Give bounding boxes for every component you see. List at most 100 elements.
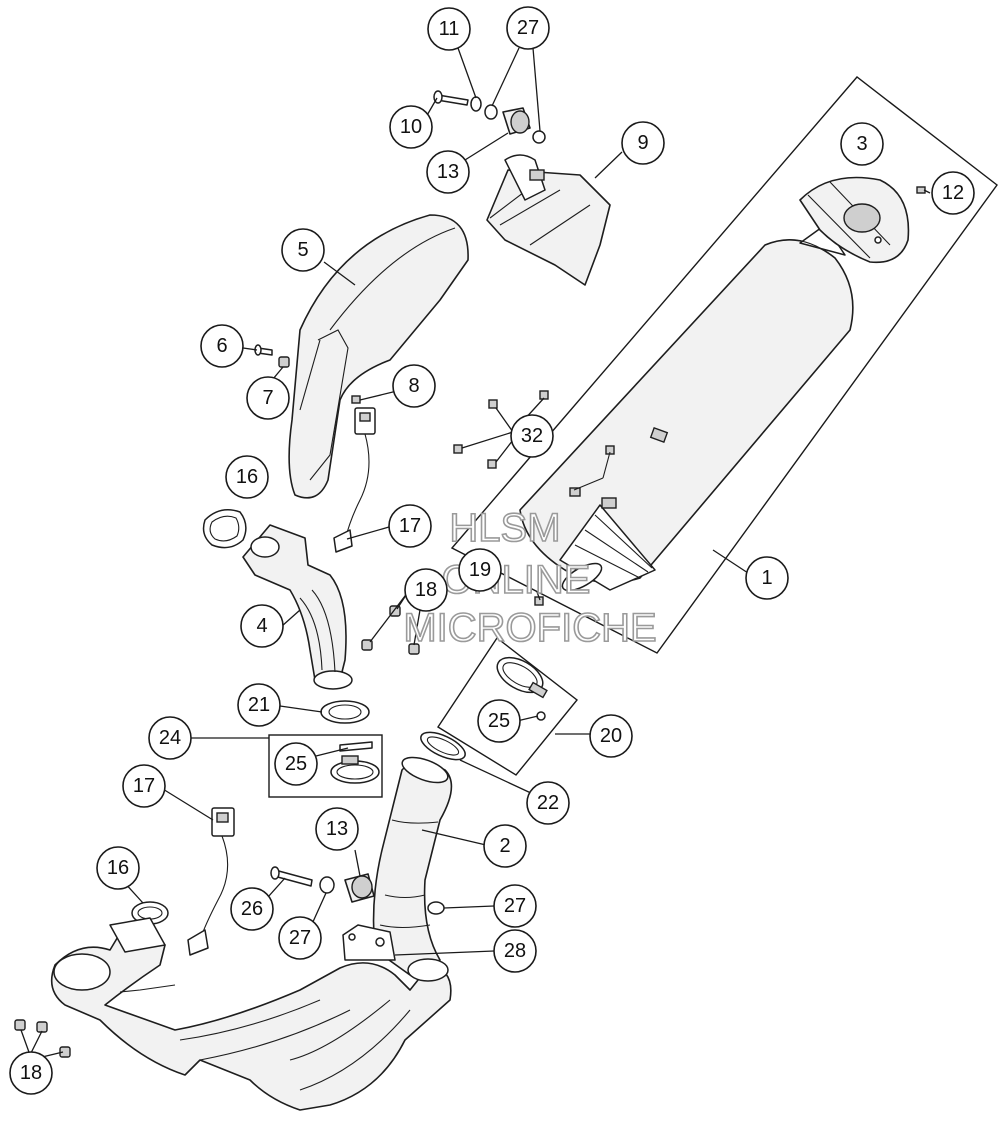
- callout-4: 4: [240, 604, 284, 648]
- svg-text:24: 24: [159, 727, 181, 749]
- muffler-part: [519, 224, 854, 592]
- callout-9: 9: [621, 121, 665, 165]
- svg-text:18: 18: [20, 1062, 42, 1084]
- svg-text:13: 13: [326, 818, 348, 840]
- pipe-2-part: [372, 756, 453, 976]
- callout-10: 10: [389, 105, 433, 149]
- callout-18-upper: 18: [404, 568, 448, 612]
- header-pipe-part: [50, 917, 452, 1111]
- svg-text:18: 18: [415, 579, 437, 601]
- washer-11-part: [470, 96, 482, 112]
- svg-text:17: 17: [399, 515, 421, 537]
- svg-text:9: 9: [637, 132, 648, 154]
- callout-24: 24: [148, 716, 192, 760]
- callout-7: 7: [246, 376, 290, 420]
- callout-12: 12: [931, 171, 975, 215]
- callout-21: 21: [237, 683, 281, 727]
- nut-7-part: [278, 356, 290, 368]
- callout-8: 8: [392, 364, 436, 408]
- clamp-24-frame: [268, 734, 383, 798]
- svg-text:27: 27: [504, 895, 526, 917]
- watermark-line-1: HLSM: [449, 506, 560, 550]
- nuts-18-lower-part: [14, 1019, 71, 1058]
- callout-2: 2: [483, 824, 527, 868]
- spacer-27-lower-part: [319, 876, 335, 894]
- grommet-13-lower-part: [344, 873, 375, 903]
- callout-16-upper: 16: [225, 455, 269, 499]
- heat-shield-lower-part: [288, 214, 469, 499]
- callout-18-lower: 18: [9, 1051, 53, 1095]
- callout-22: 22: [526, 781, 570, 825]
- heat-shield-upper-part: [486, 154, 611, 286]
- svg-text:2: 2: [499, 835, 510, 857]
- spacer-27-top-part: [484, 104, 498, 120]
- manifold-4-part: [242, 524, 353, 690]
- clamp-20-part: [496, 656, 548, 721]
- svg-text:10: 10: [400, 116, 422, 138]
- svg-text:27: 27: [289, 927, 311, 949]
- svg-text:32: 32: [521, 425, 543, 447]
- bracket-28-part: [342, 924, 396, 961]
- lambda-sensor-upper-part: [333, 407, 376, 553]
- end-cap-part: [799, 176, 910, 264]
- callout-26: 26: [230, 887, 274, 931]
- callout-20: 20: [589, 714, 633, 758]
- svg-text:7: 7: [262, 387, 273, 409]
- clips-32-part: [453, 390, 549, 469]
- clamp-20-frame: [437, 636, 578, 776]
- callout-11: 11: [427, 7, 471, 51]
- callout-13-top: 13: [426, 150, 470, 194]
- leader-lines: [20, 47, 931, 1059]
- svg-text:4: 4: [256, 615, 267, 637]
- callout-19: 19: [458, 548, 502, 592]
- screw-6-part: [254, 344, 273, 356]
- svg-text:26: 26: [241, 898, 263, 920]
- svg-text:6: 6: [216, 335, 227, 357]
- bolt-26-part: [270, 866, 313, 887]
- callout-13-lower: 13: [315, 807, 359, 851]
- callout-25-box20: 25: [477, 699, 521, 743]
- svg-text:1: 1: [761, 567, 772, 589]
- svg-text:21: 21: [248, 694, 270, 716]
- callout-28: 28: [493, 929, 537, 973]
- svg-text:12: 12: [942, 182, 964, 204]
- svg-text:20: 20: [600, 725, 622, 747]
- svg-text:22: 22: [537, 792, 559, 814]
- grommet-13-top-part: [502, 107, 531, 135]
- callout-25-box24: 25: [274, 742, 318, 786]
- spacer-27-right-part: [427, 901, 445, 915]
- callout-3: 3: [840, 122, 884, 166]
- svg-text:28: 28: [504, 940, 526, 962]
- svg-text:19: 19: [469, 559, 491, 581]
- svg-text:3: 3: [856, 133, 867, 155]
- callout-1: 1: [745, 556, 789, 600]
- callout-27-lower: 27: [278, 916, 322, 960]
- svg-text:11: 11: [439, 18, 460, 40]
- svg-text:16: 16: [236, 466, 258, 488]
- spacer-27-top2-part: [532, 130, 546, 144]
- callout-17-upper: 17: [388, 504, 432, 548]
- gasket-16-upper-part: [202, 509, 247, 549]
- svg-text:8: 8: [408, 375, 419, 397]
- svg-text:25: 25: [285, 753, 307, 775]
- clamp-24-part: [330, 741, 380, 784]
- bolt-10-part: [433, 90, 469, 106]
- watermark: HLSM ONLINE MICROFICHE: [403, 505, 658, 651]
- svg-text:17: 17: [133, 775, 155, 797]
- clip-8-part: [351, 395, 361, 404]
- callout-32: 32: [510, 414, 554, 458]
- svg-text:5: 5: [297, 239, 308, 261]
- screw-12-part: [916, 186, 926, 194]
- callout-5: 5: [281, 228, 325, 272]
- callout-16-lower: 16: [96, 846, 140, 890]
- callout-27-top: 27: [506, 6, 550, 50]
- svg-text:25: 25: [488, 710, 510, 732]
- gasket-22-part: [420, 731, 466, 761]
- svg-text:13: 13: [437, 161, 459, 183]
- svg-text:16: 16: [107, 857, 129, 879]
- muffler-group-frame: [450, 76, 998, 654]
- svg-text:27: 27: [517, 17, 539, 39]
- callout-17-lower: 17: [122, 764, 166, 808]
- callout-6: 6: [200, 324, 244, 368]
